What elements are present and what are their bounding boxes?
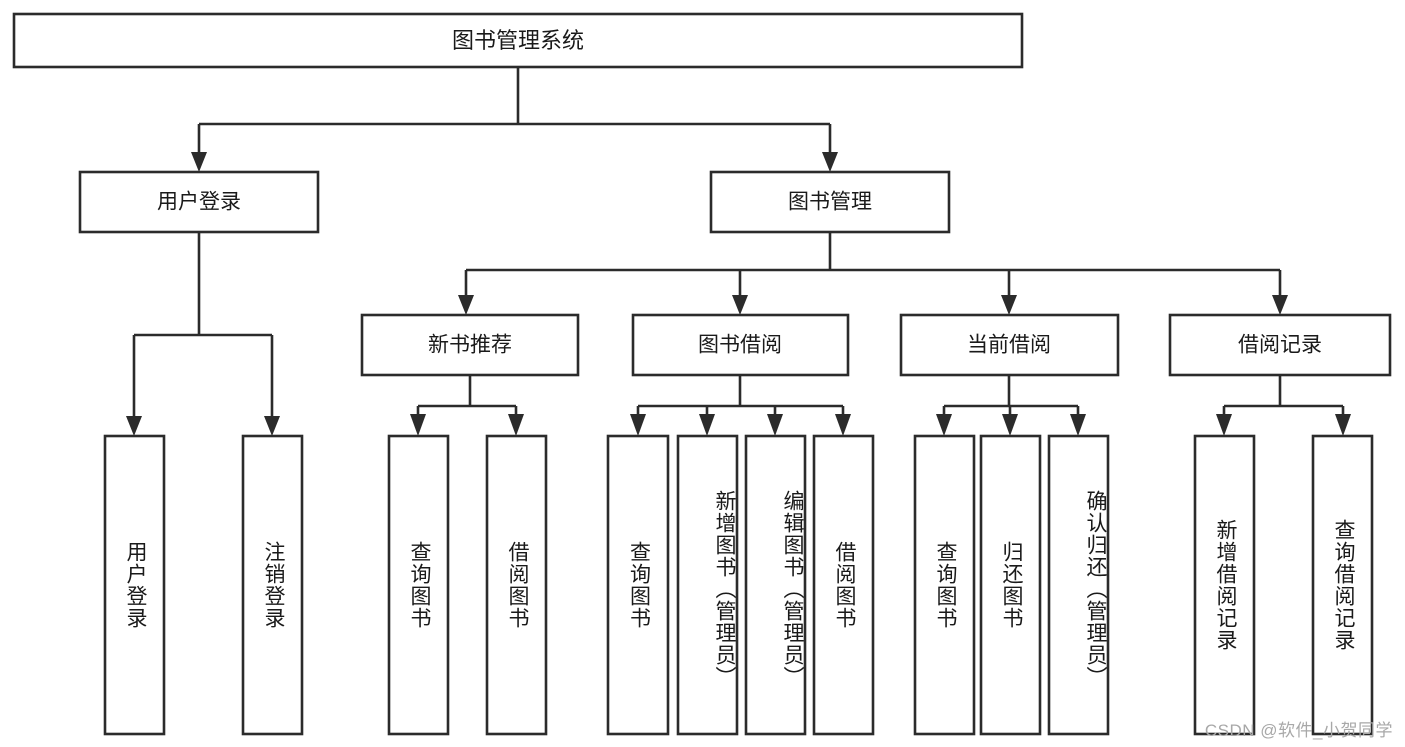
arrow-head-current-query	[936, 414, 952, 436]
arrow-head-borrow-add	[699, 414, 715, 436]
node-box-current-return[interactable]	[979, 434, 1042, 736]
node-label-borrow: 图书借阅	[698, 334, 782, 357]
node-label-root: 图书管理系统	[452, 28, 584, 53]
arrow-head-login	[191, 152, 207, 172]
node-box-newbook-borrow[interactable]	[485, 434, 548, 736]
node-label-bookmgmt: 图书管理	[788, 191, 872, 214]
arrow-head-newbook-borrow	[508, 414, 524, 436]
node-box-records-query[interactable]	[1311, 434, 1374, 736]
arrow-head-bookmgmt	[822, 152, 838, 172]
node-box-bookmgmt[interactable]	[709, 170, 951, 234]
connectors-layer	[126, 67, 1351, 436]
node-box-borrow-add[interactable]	[676, 434, 739, 736]
node-box-borrow-edit[interactable]	[744, 434, 807, 736]
node-box-borrow-lend[interactable]	[812, 434, 875, 736]
arrow-head-current	[1001, 295, 1017, 315]
arrow-head-borrow-query	[630, 414, 646, 436]
arrow-head-borrow	[732, 295, 748, 315]
node-box-borrow-query[interactable]	[606, 434, 670, 736]
arrow-head-login-logout	[264, 416, 280, 436]
node-box-current[interactable]	[899, 313, 1120, 377]
node-box-current-query[interactable]	[913, 434, 976, 736]
node-box-records-add[interactable]	[1193, 434, 1256, 736]
node-box-current-confirm[interactable]	[1047, 434, 1110, 736]
node-box-records[interactable]	[1168, 313, 1392, 377]
node-box-borrow[interactable]	[631, 313, 850, 377]
node-box-login-logout[interactable]	[241, 434, 304, 736]
arrow-head-current-confirm	[1070, 414, 1086, 436]
node-box-root[interactable]	[12, 12, 1024, 69]
node-label-current: 当前借阅	[967, 334, 1051, 357]
node-box-login-user[interactable]	[103, 434, 166, 736]
arrow-head-login-user	[126, 416, 142, 436]
node-label-login: 用户登录	[157, 191, 241, 214]
nodes-layer: 图书管理系统 用户登录 图书管理 新书推荐 图书借阅 当前借阅 借阅记录	[12, 12, 1392, 736]
arrow-head-current-return	[1002, 414, 1018, 436]
arrow-head-records	[1272, 295, 1288, 315]
watermark-text: CSDN @软件_小贺同学	[1204, 721, 1393, 740]
arrow-head-borrow-edit	[767, 414, 783, 436]
node-label-records: 借阅记录	[1238, 334, 1322, 357]
arrow-head-newbook-query	[410, 414, 426, 436]
node-box-newbook[interactable]	[360, 313, 580, 377]
node-box-newbook-query[interactable]	[387, 434, 450, 736]
node-box-login[interactable]	[78, 170, 320, 234]
arrow-head-newbook	[458, 295, 474, 315]
node-label-newbook: 新书推荐	[428, 334, 512, 357]
arrow-head-borrow-lend	[835, 414, 851, 436]
arrow-head-records-query	[1335, 414, 1351, 436]
arrow-head-records-add	[1216, 414, 1232, 436]
